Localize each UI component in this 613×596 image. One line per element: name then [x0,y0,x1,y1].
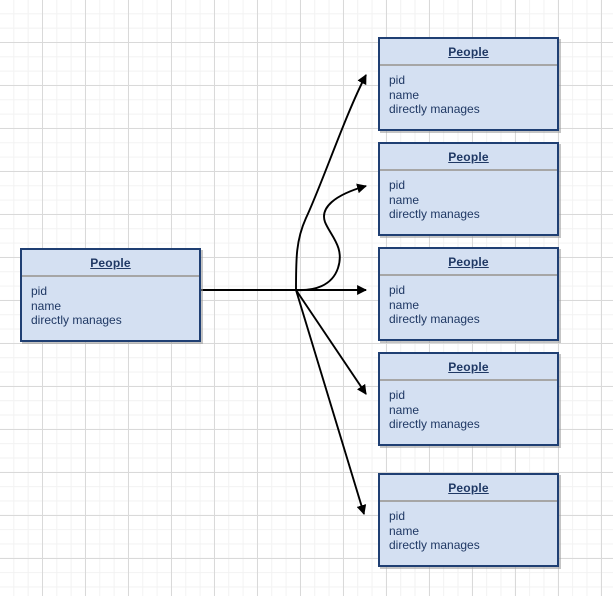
attribute-name: name [389,87,420,102]
entity-header: People [22,250,199,277]
attribute-pid: pid [389,283,406,297]
entity-attribute-list: pid name directly manages [380,381,557,432]
entity-header: People [380,39,557,66]
attribute-directly-manages: directly manages [389,538,480,552]
entity-people-source[interactable]: People pid name directly manages [20,248,201,342]
entity-people-target-4[interactable]: People pid name directly manages [378,352,559,446]
entity-people-target-1[interactable]: People pid name directly manages [378,37,559,131]
attribute-pid: pid [389,509,406,523]
entity-title: People [448,45,489,59]
entity-header: People [380,144,557,171]
entity-attribute-list: pid name directly manages [380,171,557,222]
attribute-name: name [389,523,420,538]
entity-attribute-list: pid name directly manages [380,276,557,327]
attribute-name: name [389,402,420,417]
entity-header: People [380,475,557,502]
connector-to-target-4 [295,289,367,395]
connector-to-target-2 [295,183,367,292]
entity-header: People [380,249,557,276]
attribute-pid: pid [31,284,48,298]
entity-attribute-list: pid name directly manages [380,502,557,553]
connector-to-target-1 [295,74,367,291]
entity-header: People [380,354,557,381]
attribute-directly-manages: directly manages [389,207,480,221]
attribute-pid: pid [389,178,406,192]
entity-attribute-list: pid name directly manages [22,277,199,328]
attribute-directly-manages: directly manages [31,313,122,327]
attribute-directly-manages: directly manages [389,102,480,116]
entity-people-target-3[interactable]: People pid name directly manages [378,247,559,341]
attribute-pid: pid [389,388,406,402]
attribute-name: name [31,298,62,313]
attribute-directly-manages: directly manages [389,417,480,431]
entity-title: People [448,150,489,164]
entity-attribute-list: pid name directly manages [380,66,557,117]
entity-people-target-5[interactable]: People pid name directly manages [378,473,559,567]
attribute-directly-manages: directly manages [389,312,480,326]
entity-title: People [448,481,489,495]
entity-title: People [90,256,131,270]
connector-to-target-5 [295,289,367,515]
entity-title: People [448,360,489,374]
attribute-name: name [389,297,420,312]
entity-people-target-2[interactable]: People pid name directly manages [378,142,559,236]
entity-title: People [448,255,489,269]
attribute-pid: pid [389,73,406,87]
attribute-name: name [389,192,420,207]
